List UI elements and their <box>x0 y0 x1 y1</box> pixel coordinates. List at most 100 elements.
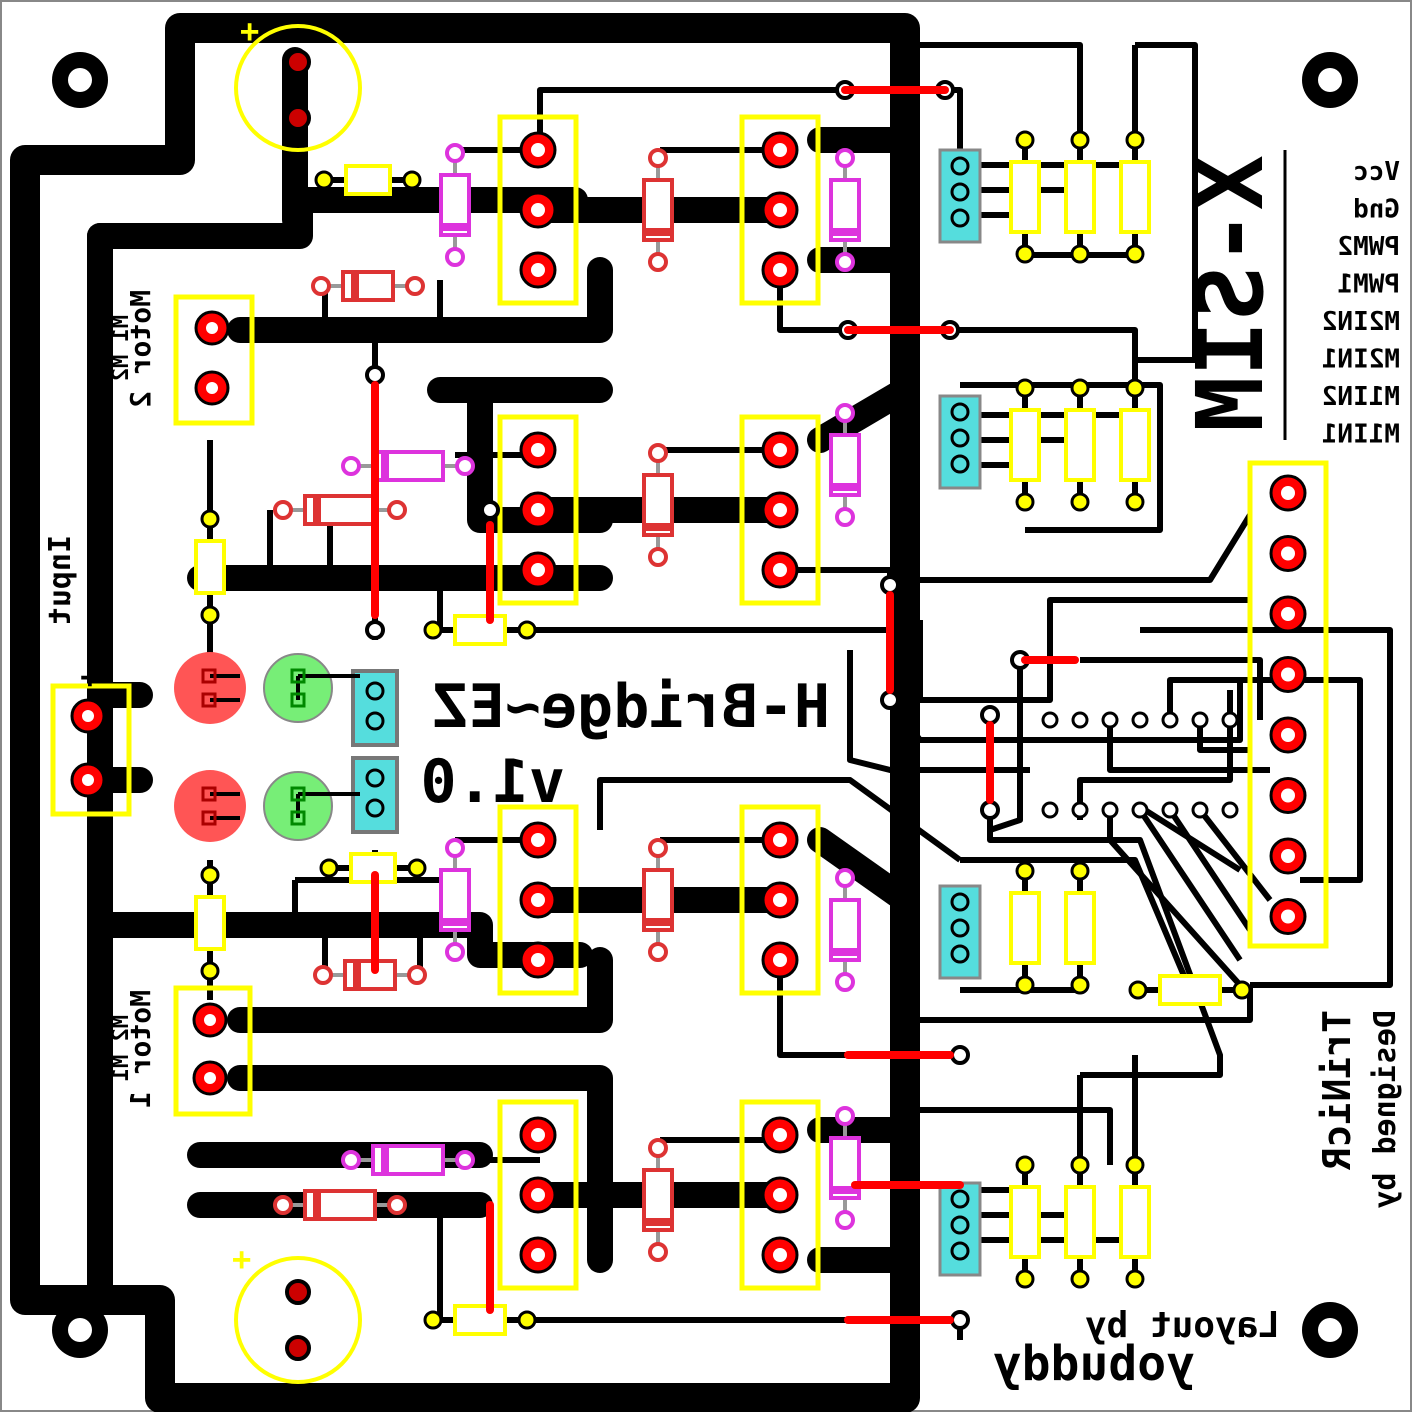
layout-label: Layout by <box>1085 1305 1280 1346</box>
module-version: v1.0 <box>421 747 566 817</box>
mosfet-icon <box>739 414 821 606</box>
connector-icon <box>351 669 399 747</box>
pin-label: Gnd <box>1353 195 1400 225</box>
header-pins <box>1269 474 1307 935</box>
mosfet-icon <box>739 1099 821 1291</box>
via-icon <box>1071 801 1089 819</box>
connector-icon <box>938 884 982 980</box>
resistor-icon <box>1064 861 1096 995</box>
mounting-holes <box>52 52 1358 1358</box>
cap-plus-bottom: + <box>232 1240 251 1278</box>
header-8pin <box>1247 460 1329 949</box>
via-icon <box>880 575 900 595</box>
capacitor-icon <box>234 1256 362 1384</box>
header-pin <box>1269 595 1307 633</box>
resistor-icon <box>194 865 226 981</box>
via-icon <box>950 1045 970 1065</box>
connector-icon <box>938 148 982 244</box>
via-icon <box>1131 801 1149 819</box>
jumper-layer <box>371 86 1079 1324</box>
via-icon <box>1161 711 1179 729</box>
diode-icon <box>313 959 427 991</box>
resistor-icon <box>1009 378 1041 512</box>
input-label: Input <box>43 535 78 625</box>
via-icon <box>1101 711 1119 729</box>
connector-icon <box>938 1181 982 1277</box>
terminal-motor1 <box>173 985 253 1117</box>
diode-icon <box>439 838 471 962</box>
resistor-icon <box>1064 378 1096 512</box>
diode-icon <box>642 148 674 272</box>
motor1-label: Motor 1 <box>124 990 157 1108</box>
via-icon <box>1191 801 1209 819</box>
via-icon <box>480 500 500 520</box>
diode-icon <box>829 868 861 992</box>
resistor-icon <box>194 509 226 625</box>
pin-label: PWM1 <box>1337 270 1400 300</box>
pin-label: Vcc <box>1353 157 1400 187</box>
motor1-pins-label: M2 M1 <box>109 1015 134 1081</box>
resistor-icon <box>1064 1155 1096 1289</box>
via-icon <box>980 705 1000 725</box>
header-pin <box>1269 716 1307 754</box>
header-pin <box>1269 777 1307 814</box>
resistor-icon <box>1009 861 1041 995</box>
silkscreen-text: X-SIM VccGndPWM2PWM1M2IN2M2IN1M1IN2M1IN1… <box>43 150 1403 1392</box>
resistor-icon <box>1119 130 1151 264</box>
via-icon <box>980 800 1000 820</box>
input-plus-label: + <box>70 668 108 687</box>
motor2-label: Motor 2 <box>124 290 157 408</box>
resistor-icon <box>1064 130 1096 264</box>
diode-icon <box>311 270 425 302</box>
header-pin <box>1269 474 1307 512</box>
mosfet-icon <box>739 804 821 996</box>
mount-hole-icon <box>52 52 108 108</box>
mosfet-icon <box>497 804 579 996</box>
pin-label: M1IN1 <box>1322 420 1400 450</box>
capacitor-bottom: + <box>232 1240 362 1384</box>
via-icon <box>1221 801 1239 819</box>
via-icon <box>365 620 385 640</box>
resistor-icon <box>319 852 427 884</box>
via-icon <box>1161 801 1179 819</box>
resistor-icon <box>1119 378 1151 512</box>
diode-icon <box>341 1144 475 1176</box>
via-icon <box>1101 801 1119 819</box>
led-icon <box>174 652 246 724</box>
via-icon <box>365 365 385 385</box>
resistor-icon <box>1009 130 1041 264</box>
via-icon <box>1191 711 1209 729</box>
mount-hole-icon <box>52 1302 108 1358</box>
designer-name: TriNicR <box>1315 1010 1359 1170</box>
diode-icon <box>642 838 674 962</box>
designer-label: Designed by <box>1368 1010 1403 1209</box>
mosfet-icon <box>497 114 579 306</box>
resistor-icon <box>1128 974 1252 1006</box>
via-icon <box>1041 711 1059 729</box>
diode-icon <box>273 1189 407 1221</box>
led-icon <box>174 770 246 842</box>
diode-icon <box>341 450 475 482</box>
pin-label: M2IN2 <box>1322 307 1400 337</box>
mosfet-icon <box>497 1099 579 1291</box>
board-title: X-SIM <box>1177 155 1284 432</box>
diode-icon <box>829 403 861 527</box>
input-minus-label: - <box>70 818 108 837</box>
module-name: H-Bridge~EZ <box>433 672 830 742</box>
via-icon <box>1041 801 1059 819</box>
resistor-icon <box>1009 1155 1041 1289</box>
pin-label: M2IN1 <box>1322 345 1400 375</box>
connector-layer <box>351 148 982 1277</box>
motor2-pins-label: M1 M2 <box>109 315 134 381</box>
diode-icon <box>642 443 674 567</box>
via-icon <box>880 690 900 710</box>
via-icon <box>1071 711 1089 729</box>
diode-icon <box>642 1138 674 1262</box>
cap-plus-top: + <box>240 12 259 50</box>
resistor-icon <box>423 614 537 646</box>
via-icon <box>1221 711 1239 729</box>
pin-label: M1IN2 <box>1322 382 1400 412</box>
diode-icon <box>439 143 471 267</box>
